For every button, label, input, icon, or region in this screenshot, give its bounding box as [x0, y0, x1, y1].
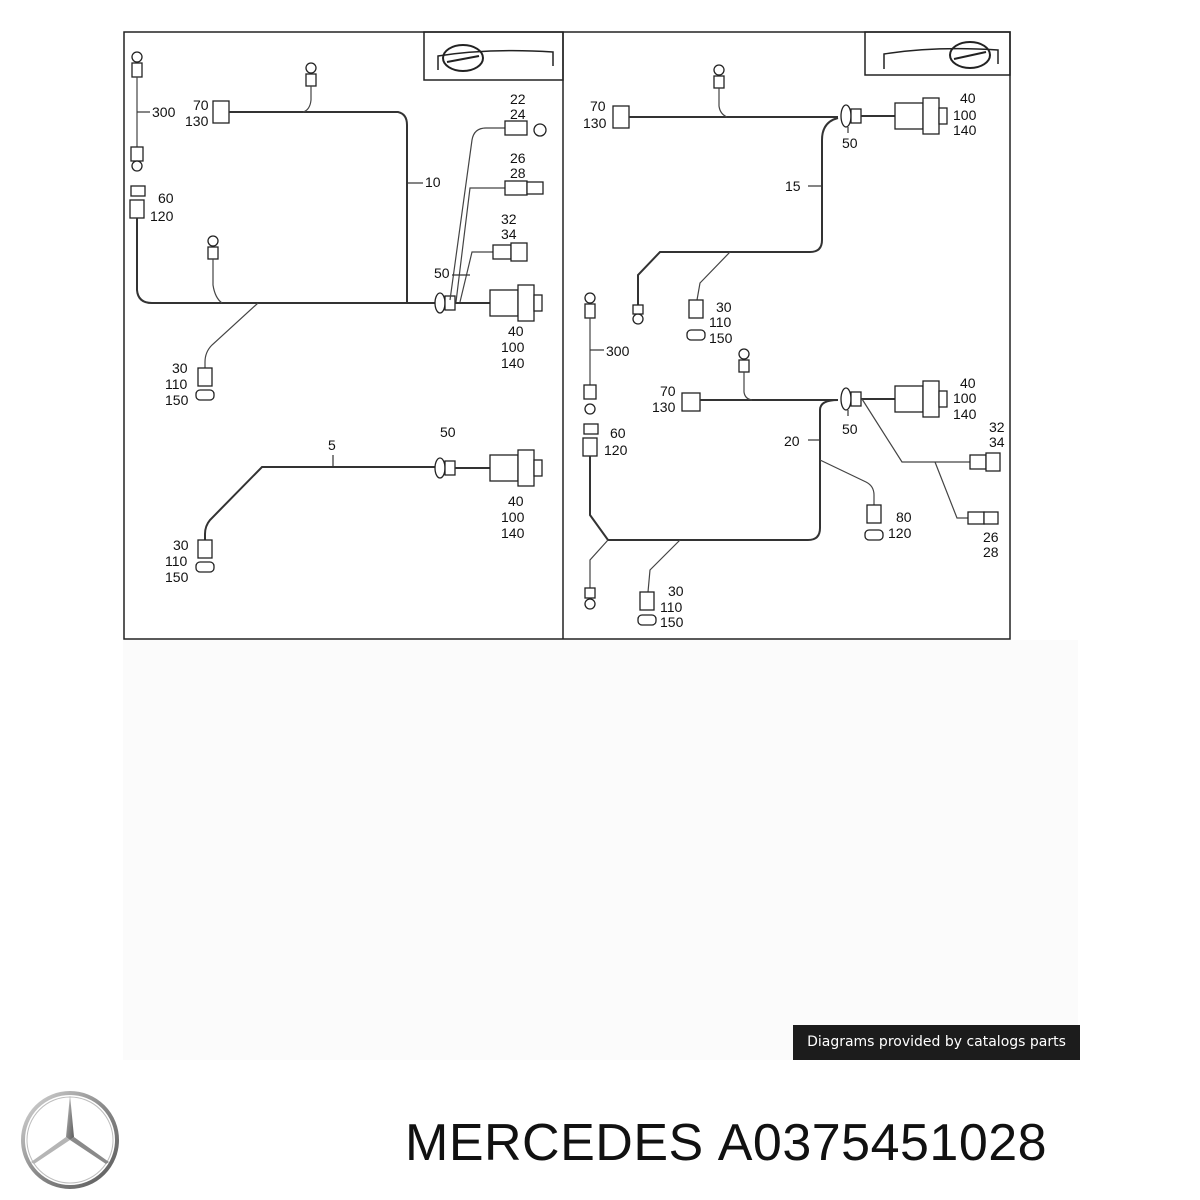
label: 32 [501, 211, 517, 227]
label: 70 [193, 97, 209, 113]
brand-name: MERCEDES [405, 1114, 704, 1172]
label: 150 [165, 569, 189, 585]
label: 130 [652, 399, 676, 415]
label: 140 [501, 355, 525, 371]
label: 50 [842, 135, 858, 151]
label: 34 [989, 434, 1005, 450]
left-panel-labels: 300 70 130 10 22 24 26 28 32 34 60 120 5… [150, 91, 526, 585]
label: 15 [785, 178, 801, 194]
right-steering-wheel-icon [864, 31, 1011, 76]
right-panel-harness-20 [582, 292, 1001, 626]
left-panel-harness-5 [195, 449, 543, 573]
diagram-credit-banner: Diagrams provided by catalogs parts [793, 1025, 1080, 1060]
diagram-frame [123, 31, 1011, 640]
label: 80 [896, 509, 912, 525]
label: 110 [709, 314, 732, 330]
label: 140 [953, 122, 977, 138]
label: 30 [172, 360, 188, 376]
label: 110 [165, 376, 188, 392]
left-steering-wheel-icon [423, 31, 564, 81]
label: 70 [590, 98, 606, 114]
label: 300 [606, 343, 630, 359]
label: 60 [158, 190, 174, 206]
label: 130 [185, 113, 209, 129]
label: 100 [501, 509, 525, 525]
label: 100 [953, 390, 977, 406]
label: 120 [150, 208, 174, 224]
label: 110 [165, 553, 188, 569]
label: 40 [508, 493, 524, 509]
label: 140 [501, 525, 525, 541]
label: 150 [709, 330, 733, 346]
label: 150 [660, 614, 684, 630]
label: 30 [716, 299, 732, 315]
label: 22 [510, 91, 526, 107]
label: 60 [610, 425, 626, 441]
label: 50 [842, 421, 858, 437]
label: 50 [440, 424, 456, 440]
label: 110 [660, 599, 683, 615]
label: 100 [501, 339, 525, 355]
label: 130 [583, 115, 607, 131]
label: 50 [434, 265, 450, 281]
label: 30 [668, 583, 684, 599]
label: 100 [953, 107, 977, 123]
label: 28 [510, 165, 526, 181]
label: 34 [501, 226, 517, 242]
label: 26 [983, 529, 999, 545]
label: 70 [660, 383, 676, 399]
label: 30 [173, 537, 189, 553]
part-number: A0375451028 [717, 1114, 1048, 1172]
label: 300 [152, 104, 176, 120]
right-panel-harness-15 [612, 64, 948, 341]
label: 40 [960, 375, 976, 391]
left-panel-harness-10 [129, 51, 547, 401]
label: 10 [425, 174, 441, 190]
sheet-background [123, 640, 1078, 1060]
label: 26 [510, 150, 526, 166]
label: 40 [960, 90, 976, 106]
label: 28 [983, 544, 999, 560]
label: 140 [953, 406, 977, 422]
label: 120 [888, 525, 912, 541]
label: 120 [604, 442, 628, 458]
label: 20 [784, 433, 800, 449]
mercedes-star-logo-icon [21, 1091, 119, 1189]
label: 40 [508, 323, 524, 339]
label: 5 [328, 437, 336, 453]
label: 24 [510, 106, 526, 122]
label: 150 [165, 392, 189, 408]
label: 32 [989, 419, 1005, 435]
right-panel-labels: 70 130 40 100 140 50 15 30 110 150 300 7… [583, 90, 1005, 630]
